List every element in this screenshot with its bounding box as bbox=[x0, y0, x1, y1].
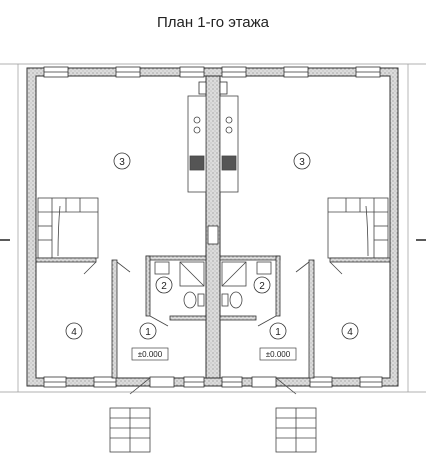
vent-shafts bbox=[198, 81, 228, 245]
level-mark-right: ±0.000 bbox=[266, 350, 291, 359]
room-marker-right-1 bbox=[269, 322, 287, 340]
top-windows bbox=[43, 66, 381, 78]
room-marker-left-1 bbox=[139, 322, 157, 340]
room-number-right-1: 1 bbox=[275, 327, 281, 338]
room-number-right-2: 2 bbox=[259, 281, 265, 292]
entrance-steps bbox=[109, 407, 317, 453]
bathroom-fixtures bbox=[154, 261, 272, 309]
level-mark-left: ±0.000 bbox=[138, 350, 163, 359]
door-swings bbox=[83, 261, 343, 395]
stair-left bbox=[37, 197, 99, 259]
room-number-right-3: 3 bbox=[299, 157, 305, 168]
stair-right bbox=[327, 197, 389, 259]
room-marker-right-3 bbox=[293, 152, 311, 170]
room-marker-right-2 bbox=[253, 276, 271, 294]
room-marker-left-4 bbox=[65, 322, 83, 340]
kitchen-units bbox=[187, 95, 239, 193]
room-marker-left-3 bbox=[113, 152, 131, 170]
room-numbers: 3 3 2 2 1 1 4 4 bbox=[71, 157, 353, 338]
room-marker-right-4 bbox=[341, 322, 359, 340]
level-marks: ±0.000 ±0.000 bbox=[131, 347, 297, 361]
bottom-openings bbox=[43, 376, 383, 388]
plan-title: План 1-го этажа bbox=[156, 14, 270, 31]
room-markers bbox=[65, 152, 359, 340]
interior-walls bbox=[35, 255, 391, 379]
room-number-left-1: 1 bbox=[145, 327, 151, 338]
room-marker-left-2 bbox=[155, 276, 173, 294]
room-number-left-4: 4 bbox=[71, 327, 77, 338]
room-number-left-2: 2 bbox=[161, 281, 167, 292]
room-number-right-4: 4 bbox=[347, 327, 353, 338]
dimension-lines bbox=[0, 63, 426, 393]
room-number-left-3: 3 bbox=[119, 157, 125, 168]
